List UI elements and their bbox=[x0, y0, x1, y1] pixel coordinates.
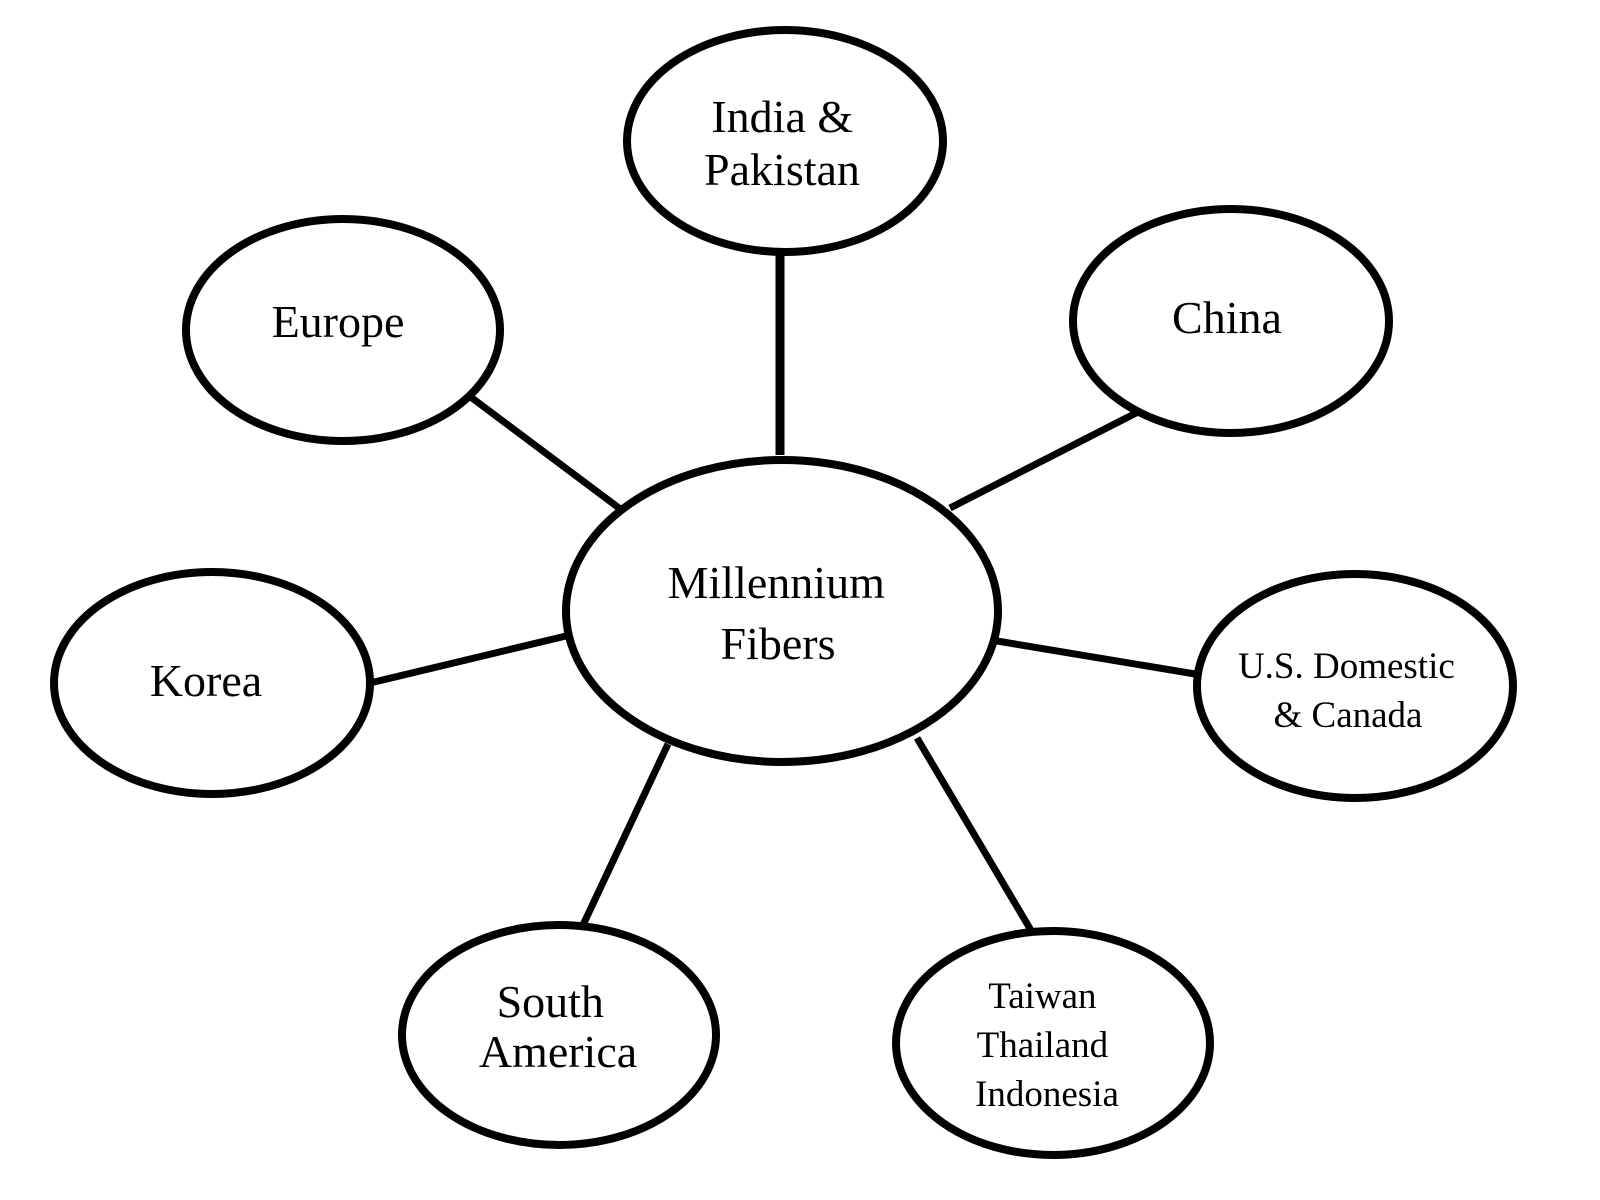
node-china-ellipse bbox=[1069, 205, 1393, 437]
node-korea-ellipse bbox=[50, 568, 374, 798]
node-taiwan-thailand-indonesia: Taiwan Thailand Indonesia bbox=[892, 927, 1214, 1159]
connector-china bbox=[948, 408, 1140, 512]
node-south-america-label: South America bbox=[479, 976, 637, 1077]
node-taiwan-thailand-indonesia-line-3: Indonesia bbox=[975, 1074, 1119, 1115]
center-node: Millennium Fibers bbox=[562, 456, 1002, 766]
center-node-label: Millennium Fibers bbox=[668, 557, 897, 669]
node-china: China bbox=[1069, 205, 1393, 437]
node-india-pakistan-ellipse bbox=[623, 26, 947, 256]
node-taiwan-thailand-indonesia-line-1: Taiwan bbox=[988, 976, 1096, 1017]
node-us-canada: U.S. Domestic & Canada bbox=[1193, 570, 1517, 802]
node-europe: Europe bbox=[182, 215, 504, 445]
node-us-canada-ellipse bbox=[1193, 570, 1517, 802]
node-europe-label: Europe bbox=[272, 296, 405, 347]
node-south-america-ellipse bbox=[398, 921, 720, 1149]
node-europe-ellipse bbox=[182, 215, 504, 445]
connector-europe bbox=[469, 395, 622, 511]
node-us-canada-label: U.S. Domestic & Canada bbox=[1238, 646, 1464, 736]
node-taiwan-thailand-indonesia-label: Taiwan Thailand Indonesia bbox=[975, 976, 1119, 1115]
connectors bbox=[369, 252, 1196, 934]
connector-korea bbox=[369, 632, 567, 687]
node-south-america: South America bbox=[398, 921, 720, 1149]
node-europe-line-1: Europe bbox=[272, 296, 405, 347]
node-india-pakistan-line-1: India & bbox=[711, 91, 853, 142]
node-korea-label: Korea bbox=[150, 655, 262, 706]
node-south-america-line-1: South bbox=[497, 976, 604, 1027]
node-india-pakistan: India & Pakistan bbox=[623, 26, 947, 256]
node-india-pakistan-label: India & Pakistan bbox=[704, 91, 865, 195]
node-china-label: China bbox=[1172, 292, 1282, 343]
node-china-line-1: China bbox=[1172, 292, 1282, 343]
connector-south-america bbox=[579, 742, 672, 927]
node-south-america-line-2: America bbox=[479, 1026, 637, 1077]
center-node-line-1: Millennium bbox=[668, 557, 885, 608]
node-korea: Korea bbox=[50, 568, 374, 798]
center-node-line-2: Fibers bbox=[721, 618, 836, 669]
connector-us-canada bbox=[996, 637, 1196, 678]
center-node-ellipse bbox=[562, 456, 1002, 766]
node-taiwan-thailand-indonesia-ellipse bbox=[892, 927, 1214, 1159]
node-us-canada-line-1: U.S. Domestic bbox=[1238, 646, 1455, 687]
node-taiwan-thailand-indonesia-line-2: Thailand bbox=[977, 1025, 1109, 1066]
connector-taiwan-thailand-indonesia bbox=[913, 736, 1036, 934]
node-korea-line-1: Korea bbox=[150, 655, 262, 706]
node-india-pakistan-line-2: Pakistan bbox=[704, 144, 860, 195]
node-us-canada-line-2: & Canada bbox=[1274, 695, 1423, 736]
